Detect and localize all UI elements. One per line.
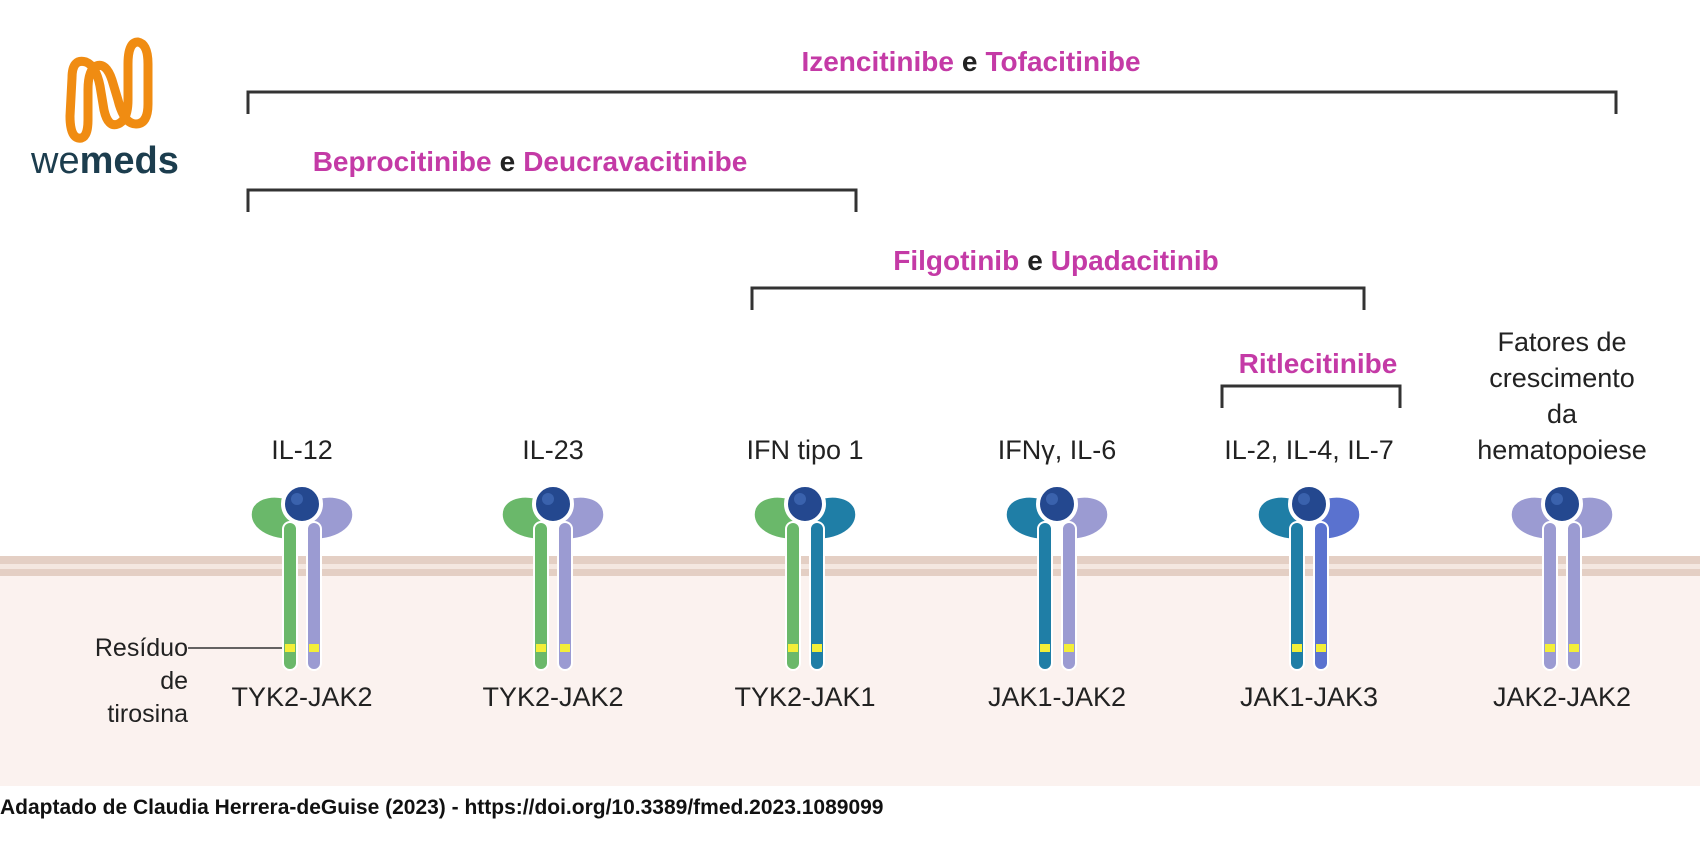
jak-pair-label: JAK1-JAK2 — [987, 682, 1127, 712]
tyrosine-residue — [536, 644, 546, 652]
tyrosine-label-line: de — [160, 667, 188, 695]
drug-filgotinib: Filgotinib — [893, 245, 1020, 276]
receptor-left-chain — [1289, 521, 1305, 671]
drug-deucravacitinibe: Deucravacitinibe — [523, 146, 748, 177]
ligand-highlight — [1046, 493, 1058, 505]
bracket-filgotinib-upadacitinib — [750, 286, 1366, 310]
receptor-left-chain — [1037, 521, 1053, 671]
tyrosine-label-line: tirosina — [107, 700, 188, 728]
receptor — [249, 483, 355, 671]
conjunction: e — [499, 146, 516, 177]
cytokine-ligand — [784, 483, 826, 525]
jak-pair-label: JAK2-JAK2 — [1492, 682, 1632, 712]
receptor-right-chain — [1313, 521, 1329, 671]
wemeds-logo-icon — [65, 37, 153, 143]
receptor — [1256, 483, 1362, 671]
source-caption: Adaptado de Claudia Herrera-deGuise (202… — [0, 796, 884, 819]
receptor-right-chain — [809, 521, 825, 671]
receptor-right-chain — [1061, 521, 1077, 671]
logo-text-light: we — [31, 140, 80, 182]
receptor — [1509, 483, 1615, 671]
cytokine-ligand — [281, 483, 323, 525]
cytokine-ligand — [1541, 483, 1583, 525]
cytokine-ligand — [532, 483, 574, 525]
tyrosine-label-line: Resíduo — [94, 634, 188, 662]
receptor-left-chain — [282, 521, 298, 671]
tyrosine-residue — [1569, 644, 1579, 652]
receptor — [1004, 483, 1110, 671]
bracket-lines — [246, 90, 1618, 408]
receptors-layer — [249, 483, 1615, 671]
receptor-left-chain — [785, 521, 801, 671]
drug-beprocitinibe: Beprocitinibe — [312, 146, 492, 177]
receptor-right-chain — [306, 521, 322, 671]
tyrosine-residue — [1064, 644, 1074, 652]
cytokine-line: Fatores de — [1497, 327, 1627, 357]
bracket-label-ritlecitinibe: Ritlecitinibe — [1239, 348, 1398, 380]
drug-izencitinibe: Izencitinibe — [801, 46, 954, 77]
cytokine-label-il12: IL-12 — [271, 435, 333, 465]
jak-pair-label: TYK2-JAK2 — [231, 682, 373, 712]
cytokine-label-growth-factors: Fatores de crescimento da hematopoiese — [1477, 324, 1647, 468]
jak-pair-label: TYK2-JAK2 — [482, 682, 624, 712]
membrane-outer-layer — [0, 556, 1700, 564]
cytokine-line: crescimento — [1489, 363, 1635, 393]
jak-pair-label: TYK2-JAK1 — [734, 682, 876, 712]
drug-upadacitinib: Upadacitinib — [1050, 245, 1219, 276]
ligand-highlight — [1551, 493, 1563, 505]
wemeds-logo-text: wemeds — [31, 140, 179, 183]
receptor — [752, 483, 858, 671]
receptor-left-chain — [533, 521, 549, 671]
ligand-highlight — [1298, 493, 1310, 505]
tyrosine-residue — [1040, 644, 1050, 652]
tyrosine-residue — [788, 644, 798, 652]
conjunction: e — [1027, 245, 1043, 276]
cytokine-ligand — [1288, 483, 1330, 525]
cytokine-line: hematopoiese — [1477, 435, 1647, 465]
tyrosine-residue-label: Resíduo de tirosina — [95, 632, 188, 731]
cytokine-line: da — [1546, 399, 1578, 429]
jak-pair-label: JAK1-JAK3 — [1239, 682, 1379, 712]
cytokine-label-ifn-tipo1: IFN tipo 1 — [746, 435, 864, 465]
bracket-ritlecitinibe — [1220, 384, 1402, 408]
membrane-inner-layer — [0, 569, 1700, 576]
bracket-beprocitinibe-deucravacitinibe — [246, 188, 858, 212]
cytokine-ligand — [1036, 483, 1078, 525]
receptor-right-chain — [557, 521, 573, 671]
tyrosine-residue — [1292, 644, 1302, 652]
logo-text-bold: meds — [79, 140, 179, 182]
cytoplasm-region — [0, 574, 1700, 786]
drug-tofacitinibe: Tofacitinibe — [985, 46, 1141, 77]
ligand-highlight — [291, 493, 303, 505]
receptor — [500, 483, 606, 671]
tyrosine-residue — [285, 644, 295, 652]
bracket-izencitinibe-tofacitinibe — [246, 90, 1618, 114]
receptor-left-chain — [1542, 521, 1558, 671]
cytokine-label-ifng-il6: IFNγ, IL-6 — [997, 435, 1117, 465]
tyrosine-residue — [1545, 644, 1555, 652]
membrane-middle-layer — [0, 564, 1700, 569]
ligand-highlight — [794, 493, 806, 505]
cytokine-label-il2-il4-il7: IL-2, IL-4, IL-7 — [1224, 435, 1394, 465]
tyrosine-residue — [1316, 644, 1326, 652]
receptor-right-chain — [1566, 521, 1582, 671]
tyrosine-residue — [812, 644, 822, 652]
cytokine-label-il23: IL-23 — [522, 435, 584, 465]
tyrosine-residue — [560, 644, 570, 652]
tyrosine-residue — [309, 644, 319, 652]
drug-ritlecitinibe: Ritlecitinibe — [1238, 348, 1398, 379]
conjunction: e — [961, 46, 978, 77]
ligand-highlight — [542, 493, 554, 505]
